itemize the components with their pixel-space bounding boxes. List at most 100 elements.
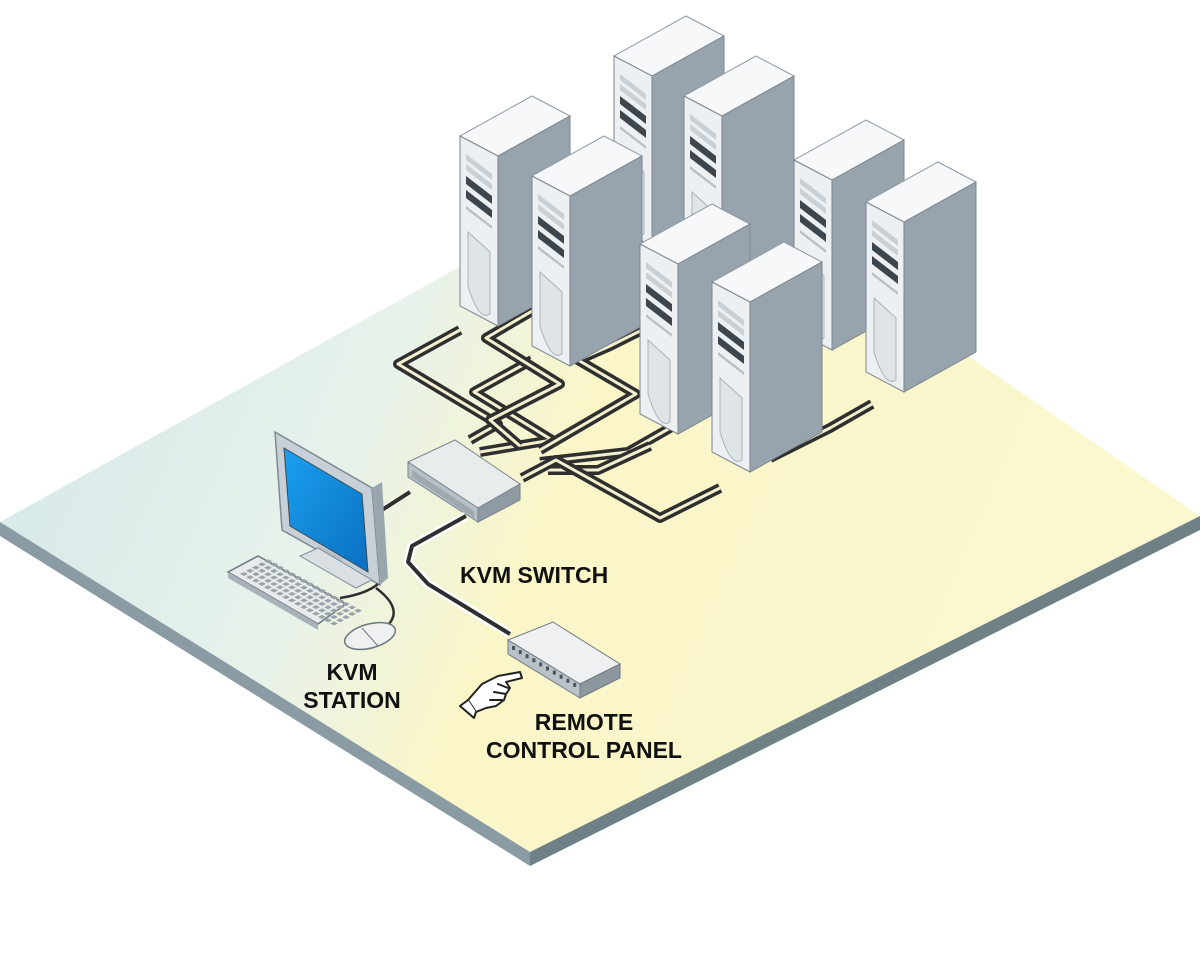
remote-control-panel-box[interactable] [506,621,622,699]
keyboard-key [312,598,320,603]
server-tower[interactable] [530,135,644,367]
keyboard-cable [339,583,379,600]
keyboard-key [276,572,284,577]
server-tower[interactable] [864,161,978,393]
server-tower[interactable] [710,241,824,473]
keyboard-key [306,595,314,600]
keyboard[interactable] [226,555,362,630]
keyboard-key [312,585,320,590]
keyboard-key [330,621,338,626]
keyboard-key [318,595,326,600]
keyboard-key [330,608,338,613]
kvm-station-label-line1: KVM [326,659,378,685]
panel-button[interactable] [573,682,577,687]
keyboard-key [306,608,314,613]
kvm-switch-label: KVM SWITCH [460,561,608,589]
keyboard-key [324,605,332,610]
keyboard-key [348,605,356,610]
keyboard-key [318,588,326,593]
panel-button[interactable] [539,662,543,667]
keyboard-key [252,578,260,583]
keyboard-key [282,595,290,600]
server-cable-core [484,260,617,448]
keyboard-key [270,569,278,573]
keyboard-key [336,598,344,603]
keyboard-key [258,568,266,573]
panel-button[interactable] [518,650,522,655]
keyboard-key [330,602,338,606]
keyboard-key [324,611,332,616]
kvm-switch-box[interactable] [406,439,521,523]
keyboard-key [264,565,272,570]
keyboard-key [318,614,326,619]
keyboard-key [342,608,350,613]
keyboard-key [330,615,338,619]
keyboard-key [264,585,272,590]
keyboard-key [258,575,266,580]
keyboard-key [264,572,272,577]
keyboard-key [288,572,296,577]
keyboard-key [306,588,314,593]
keyboard-key [276,591,284,596]
station-cable [380,490,412,512]
keyboard-key [270,575,278,580]
keyboard-key [336,611,344,616]
keyboard-key [264,578,272,583]
keyboard-key [312,605,320,610]
keyboard-key [282,575,290,580]
keyboard-key [324,592,332,597]
panel-button[interactable] [532,658,536,663]
keyboard-key [282,588,290,593]
keyboard-key [300,579,308,583]
keyboard-key [276,578,284,583]
panel-button[interactable] [525,654,529,659]
panel-button[interactable] [559,674,563,679]
keyboard-key [312,611,320,616]
keyboard-key [246,575,254,580]
keyboard-key [318,608,326,613]
server-towers [458,15,978,473]
keyboard-key [312,592,320,597]
server-cable-core [396,328,500,442]
mouse[interactable] [342,618,398,655]
keyboard-key [300,592,308,596]
keyboard-key [294,582,302,587]
server-cable-core [521,458,721,520]
keyboard-key [264,559,272,564]
keyboard-key [282,569,290,574]
keyboard-key [342,602,350,607]
panel-button[interactable] [552,670,556,675]
keyboard-key [276,585,284,590]
keyboard-key [270,582,278,586]
keyboard-key [324,618,332,623]
keyboard-key [288,585,296,590]
kvm-switch-label-text: KVM SWITCH [460,562,609,588]
keyboard-key [354,608,362,613]
keyboard-key [300,585,308,590]
panel-button[interactable] [512,646,515,650]
keyboard-key [288,591,296,596]
keyboard-key [336,618,344,623]
keyboard-key [300,598,308,603]
kvm-station-monitor[interactable] [274,430,388,589]
keyboard-key [258,581,266,586]
keyboard-key [258,562,266,567]
keyboard-key [330,595,338,600]
keyboard-key [348,611,356,616]
kvm-station-label: KVM STATION [292,658,412,714]
remote-control-panel-label-line2: CONTROL PANEL [486,737,682,763]
panel-button[interactable] [546,666,549,671]
keyboard-key [270,588,278,593]
remote-control-panel-label: REMOTE CONTROL PANEL [470,708,698,764]
keyboard-key [324,598,332,603]
keyboard-key [270,562,278,567]
keyboard-key [240,572,248,576]
keyboard-key [294,575,302,580]
keyboard-key [282,582,290,587]
keyboard-key [288,578,296,583]
panel-button[interactable] [566,678,570,683]
keyboard-key [336,605,344,610]
keyboard-key [306,582,314,587]
